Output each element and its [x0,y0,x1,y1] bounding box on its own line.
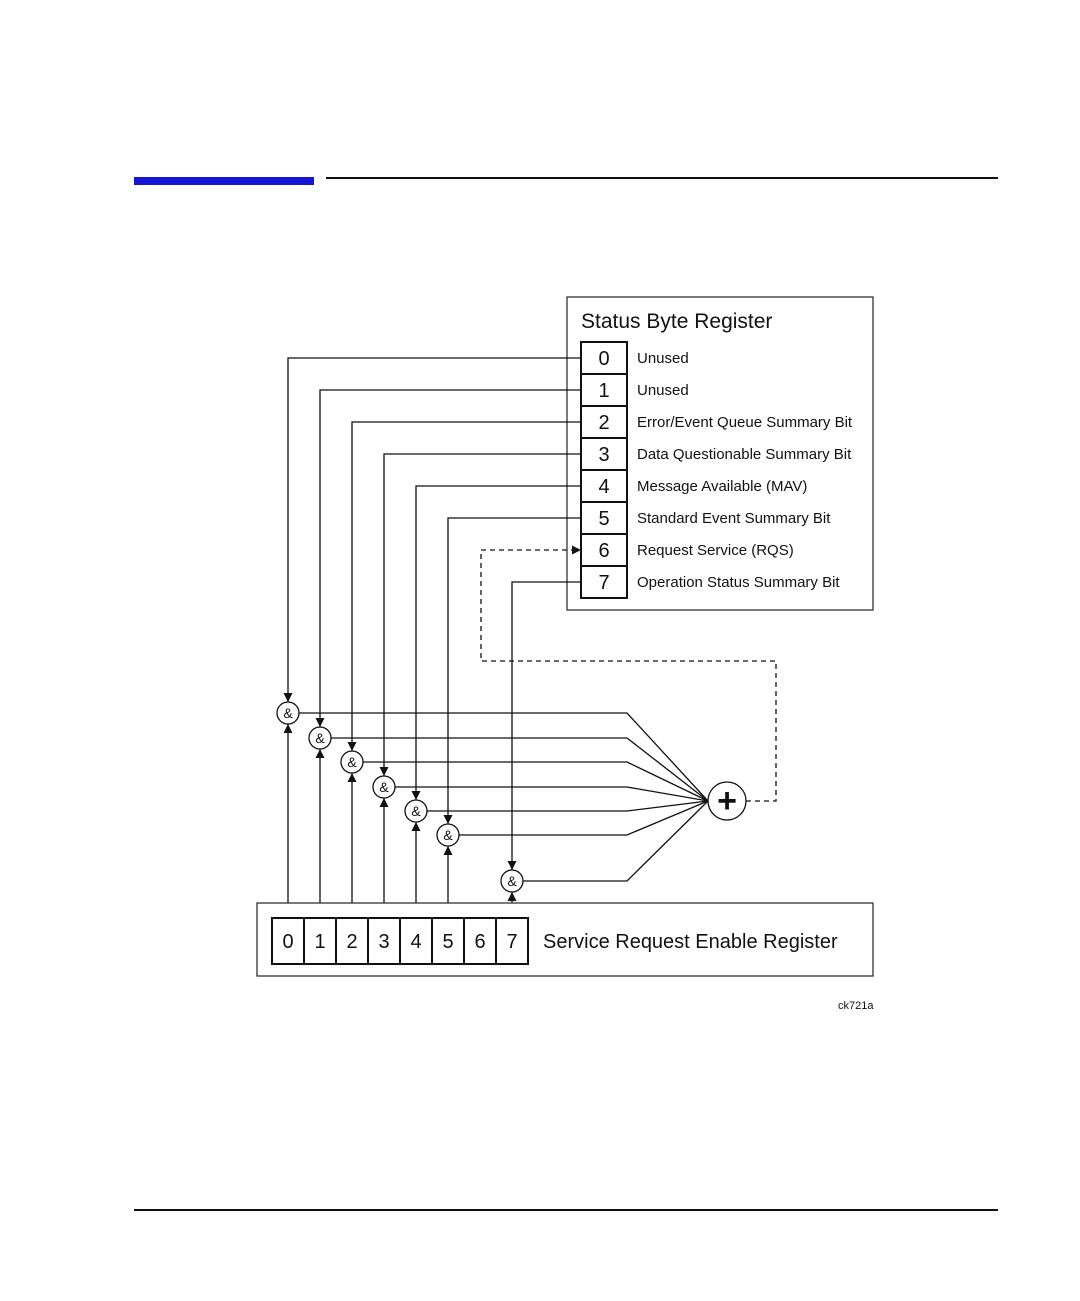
header-accent-bar [134,177,314,185]
and-gate-symbol: & [315,730,325,746]
or-gate-symbol: + [717,782,737,820]
wire-status-bit-4 [416,486,581,800]
status-byte-bit-2-number: 2 [598,412,609,434]
service-request-enable-register-title: Service Request Enable Register [543,931,838,953]
status-byte-bit-3-label: Data Questionable Summary Bit [637,446,852,463]
enable-bit-3-number: 3 [378,931,389,953]
wire-status-bit-3 [384,454,581,776]
status-byte-bit-6-label: Request Service (RQS) [637,542,794,559]
enable-bit-0-number: 0 [282,931,293,953]
enable-bit-7-number: 7 [506,931,517,953]
and-gates: & & & & & & & [277,702,523,892]
wire-status-bit-2 [352,422,581,751]
and-gate-symbol: & [379,779,389,795]
wire-status-bit-1 [320,390,581,727]
or-gate: + [708,782,746,820]
wire-status-bit-5 [448,518,581,824]
and-gate-symbol: & [347,754,357,770]
enable-bit-2-number: 2 [346,931,357,953]
status-byte-bit-1-label: Unused [637,382,689,399]
wire-status-bit-7 [512,582,581,870]
status-byte-bit-4-number: 4 [598,476,609,498]
enable-bit-5-number: 5 [442,931,453,953]
enable-bit-4-number: 4 [410,931,421,953]
figure-id: ck721a [838,1000,874,1012]
status-byte-bit-7-number: 7 [598,572,609,594]
status-byte-bit-5-label: Standard Event Summary Bit [637,510,831,527]
status-byte-bit-3-number: 3 [598,444,609,466]
status-byte-bit-4-label: Message Available (MAV) [637,478,807,495]
and-gate-1: & [309,727,331,749]
status-byte-bit-2-label: Error/Event Queue Summary Bit [637,414,853,431]
and-gate-0: & [277,702,299,724]
wire-and-output-2 [363,762,708,801]
and-gate-7: & [501,870,523,892]
enable-bit-6-number: 6 [474,931,485,953]
and-gate-3: & [373,776,395,798]
and-gate-symbol: & [283,705,293,721]
wire-and-output-3 [395,787,708,801]
wire-status-bit-0 [288,358,581,702]
enable-bit-1-number: 1 [314,931,325,953]
status-byte-bit-6-number: 6 [598,540,609,562]
status-byte-register-title: Status Byte Register [581,310,772,333]
and-gate-symbol: & [443,827,453,843]
status-byte-bit-0-number: 0 [598,348,609,370]
status-byte-bit-7-label: Operation Status Summary Bit [637,574,840,591]
and-gate-5: & [437,824,459,846]
and-gate-symbol: & [411,803,421,819]
and-gate-symbol: & [507,873,517,889]
status-byte-bit-5-number: 5 [598,508,609,530]
wire-and-output-4 [427,801,708,811]
status-byte-bit-0-label: Unused [637,350,689,367]
and-gate-4: & [405,800,427,822]
and-gate-2: & [341,751,363,773]
status-byte-bit-1-number: 1 [598,380,609,402]
